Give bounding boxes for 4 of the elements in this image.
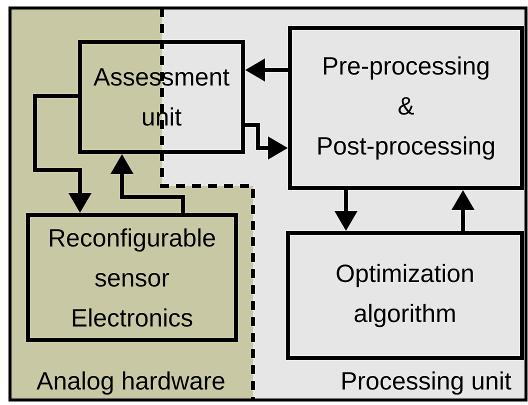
sensor-box: Reconfigurable sensor Electronics: [26, 213, 238, 342]
unit-box: Assessment unit: [78, 40, 245, 154]
algorithm-box: Optimization algorithm: [286, 231, 524, 360]
processing-box: Pre-processing & Post-processing: [288, 26, 524, 190]
